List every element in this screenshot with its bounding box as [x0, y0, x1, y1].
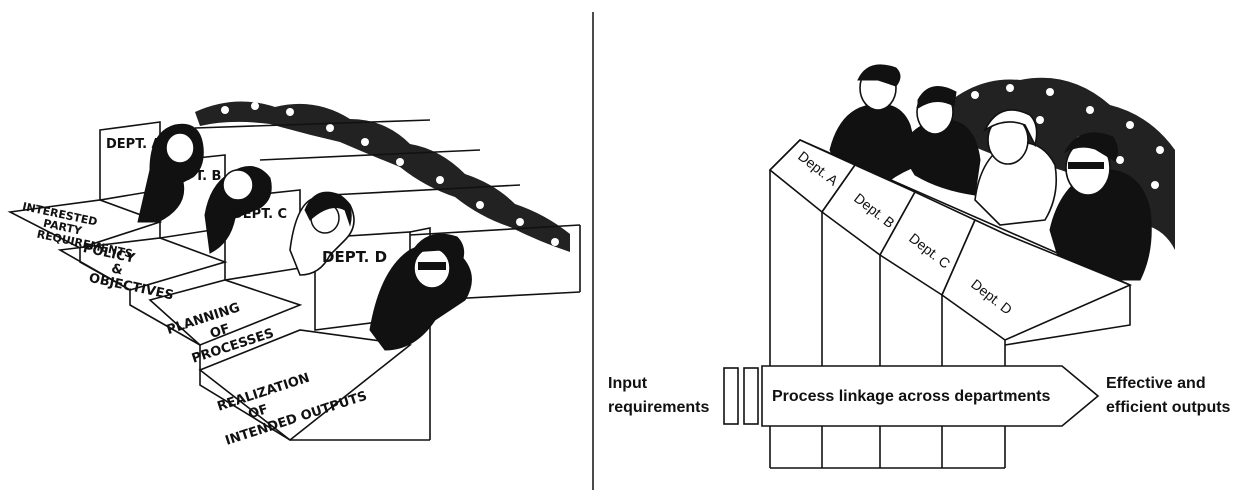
- person-dept-c: [289, 191, 355, 276]
- svg-text:OF: OF: [246, 402, 270, 422]
- person-right-4: [1049, 132, 1152, 281]
- siloed-departments-panel: DEPT. A DEPT. B DEPT. C DEPT. D INTEREST…: [7, 101, 589, 449]
- partition-lines-left: [194, 119, 581, 301]
- dept-b-label: DEPT. B: [166, 169, 221, 184]
- person-dept-b: [204, 166, 272, 254]
- svg-text:OF: OF: [208, 321, 232, 341]
- people-right: [829, 64, 1152, 281]
- input-bars: [723, 367, 759, 425]
- output-label: Effective and efficient outputs: [1106, 375, 1231, 416]
- input-label: Input requirements: [608, 375, 709, 416]
- dept-d-label: DEPT. D: [322, 248, 387, 266]
- person-dept-d: [369, 233, 472, 351]
- linked-process-panel: Dept. A Dept. B Dept. C Dept. D Process …: [608, 64, 1231, 469]
- person-right-3: [974, 109, 1058, 226]
- process-linkage-arrow: Process linkage across departments: [761, 365, 1100, 427]
- dept-c-label: DEPT. C: [232, 207, 287, 222]
- department-columns-right: [768, 139, 1133, 469]
- person-right-2: [899, 86, 981, 196]
- dept-labels-left: DEPT. A DEPT. B DEPT. C DEPT. D: [106, 137, 387, 266]
- crowd-left: [195, 101, 589, 254]
- arrow-label: Process linkage across departments: [772, 388, 1050, 405]
- dept-a-label: DEPT. A: [106, 137, 162, 152]
- person-dept-a: [137, 123, 204, 223]
- svg-text:&: &: [110, 261, 124, 278]
- people-left: [137, 123, 472, 351]
- step-boxes-left: [7, 199, 430, 442]
